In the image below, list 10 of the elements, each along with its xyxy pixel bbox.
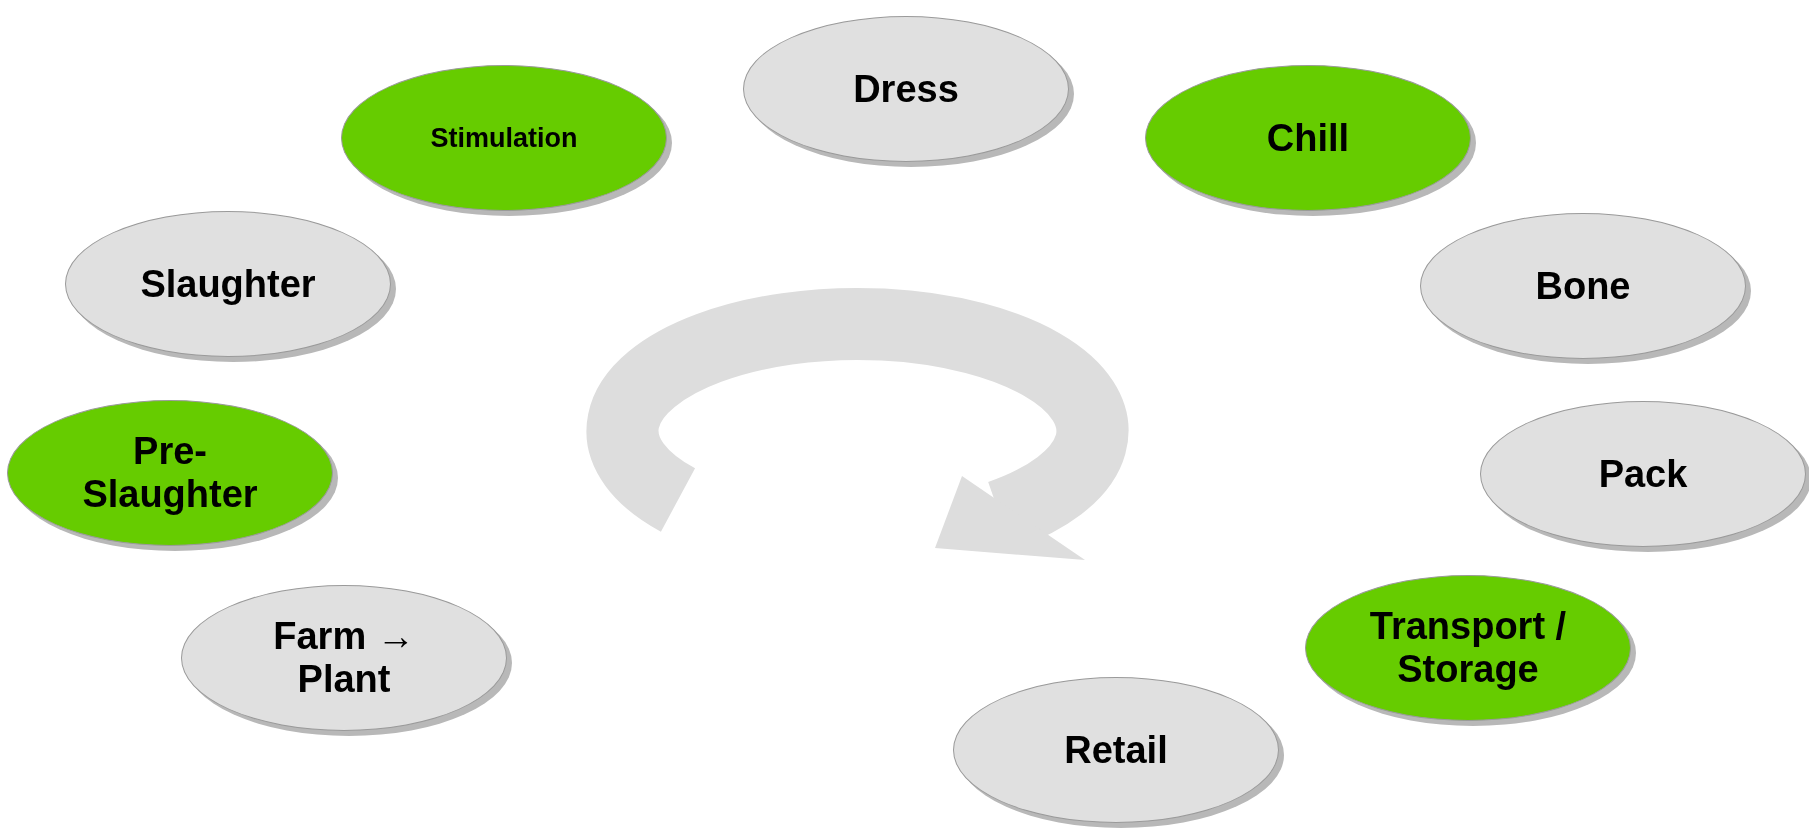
step-label: Transport / Storage (1368, 605, 1568, 691)
step-label: Slaughter (139, 262, 317, 306)
step-label: Dress (852, 67, 960, 111)
step-label: Pack (1597, 452, 1689, 496)
step-label: Retail (1063, 728, 1169, 772)
step-label: Pre-Slaughter (81, 430, 259, 516)
step-label: Bone (1534, 264, 1632, 308)
step-label: Stimulation (429, 122, 579, 154)
step-label: Farm → Plant (272, 615, 416, 701)
step-label: Chill (1265, 116, 1351, 160)
